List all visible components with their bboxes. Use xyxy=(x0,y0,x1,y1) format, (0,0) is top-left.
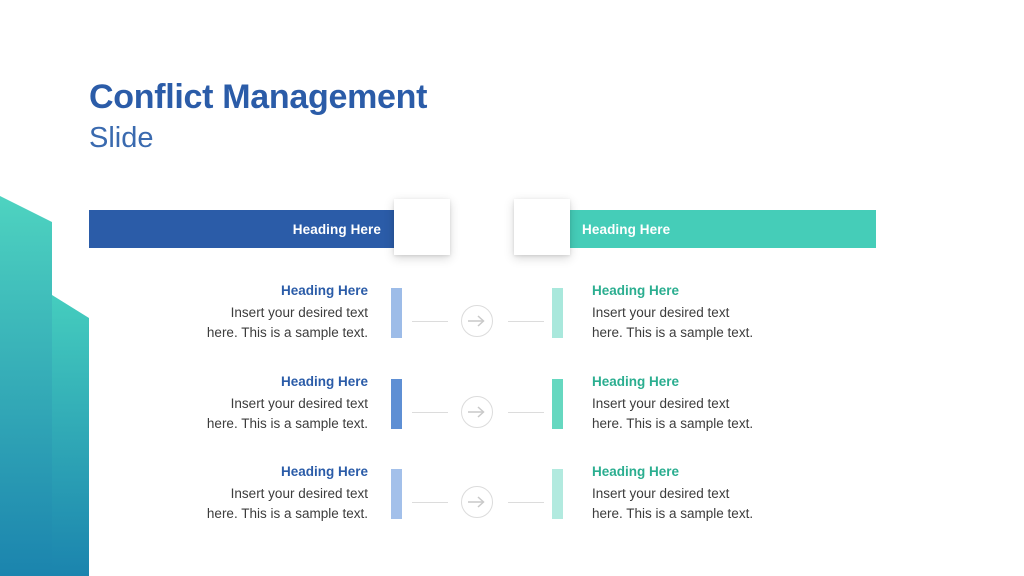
row-right-body: Insert your desired text here. This is a… xyxy=(592,305,754,340)
row-right-body: Insert your desired text here. This is a… xyxy=(592,486,754,521)
row-left-text-block: Heading Here Insert your desired text he… xyxy=(108,374,368,434)
row-right-body: Insert your desired text here. This is a… xyxy=(592,396,754,431)
row-connector xyxy=(412,486,544,520)
arrow-right-icon xyxy=(468,406,485,418)
page-title: Conflict Management Slide xyxy=(89,80,427,153)
row-left-heading: Heading Here xyxy=(280,374,368,389)
row-left-text-block: Heading Here Insert your desired text he… xyxy=(108,283,368,343)
row-right-accent-bar xyxy=(552,469,563,519)
row-left-body: Insert your desired text here. This is a… xyxy=(206,305,368,340)
row-left-accent-bar xyxy=(391,469,402,519)
row-connector xyxy=(412,305,544,339)
row-left-accent-bar xyxy=(391,379,402,429)
row-left-body: Insert your desired text here. This is a… xyxy=(206,486,368,521)
connector-line-left xyxy=(412,502,448,503)
row-left-body: Insert your desired text here. This is a… xyxy=(206,396,368,431)
arrow-right-icon xyxy=(468,496,485,508)
row-connector xyxy=(412,396,544,430)
connector-line-left xyxy=(412,321,448,322)
content-row: Heading Here Insert your desired text he… xyxy=(0,464,1024,526)
content-row: Heading Here Insert your desired text he… xyxy=(0,374,1024,436)
row-right-heading: Heading Here xyxy=(592,374,680,389)
row-right-accent-bar xyxy=(552,379,563,429)
row-right-text-block: Heading Here Insert your desired text he… xyxy=(592,464,872,524)
placeholder-square-left[interactable] xyxy=(394,199,450,255)
placeholder-square-right[interactable] xyxy=(514,199,570,255)
connector-line-right xyxy=(508,412,544,413)
row-right-accent-bar xyxy=(552,288,563,338)
connector-circle xyxy=(461,305,493,337)
title-sub-text: Slide xyxy=(89,122,154,154)
header-bar-left[interactable]: Heading Here xyxy=(89,210,429,248)
header-bar-right[interactable]: Heading Here xyxy=(540,210,876,248)
row-right-heading: Heading Here xyxy=(592,464,680,479)
connector-line-right xyxy=(508,502,544,503)
header-bar-left-label: Heading Here xyxy=(292,221,381,237)
row-right-heading: Heading Here xyxy=(592,283,680,298)
content-row: Heading Here Insert your desired text he… xyxy=(0,283,1024,345)
row-left-text-block: Heading Here Insert your desired text he… xyxy=(108,464,368,524)
header-bar-right-label: Heading Here xyxy=(582,221,671,237)
connector-circle xyxy=(461,486,493,518)
row-right-text-block: Heading Here Insert your desired text he… xyxy=(592,283,872,343)
arrow-right-icon xyxy=(468,315,485,327)
connector-line-right xyxy=(508,321,544,322)
connector-circle xyxy=(461,396,493,428)
connector-line-left xyxy=(412,412,448,413)
row-left-heading: Heading Here xyxy=(280,283,368,298)
row-left-accent-bar xyxy=(391,288,402,338)
title-main-text: Conflict Management xyxy=(89,78,428,116)
row-right-text-block: Heading Here Insert your desired text he… xyxy=(592,374,872,434)
row-left-heading: Heading Here xyxy=(280,464,368,479)
